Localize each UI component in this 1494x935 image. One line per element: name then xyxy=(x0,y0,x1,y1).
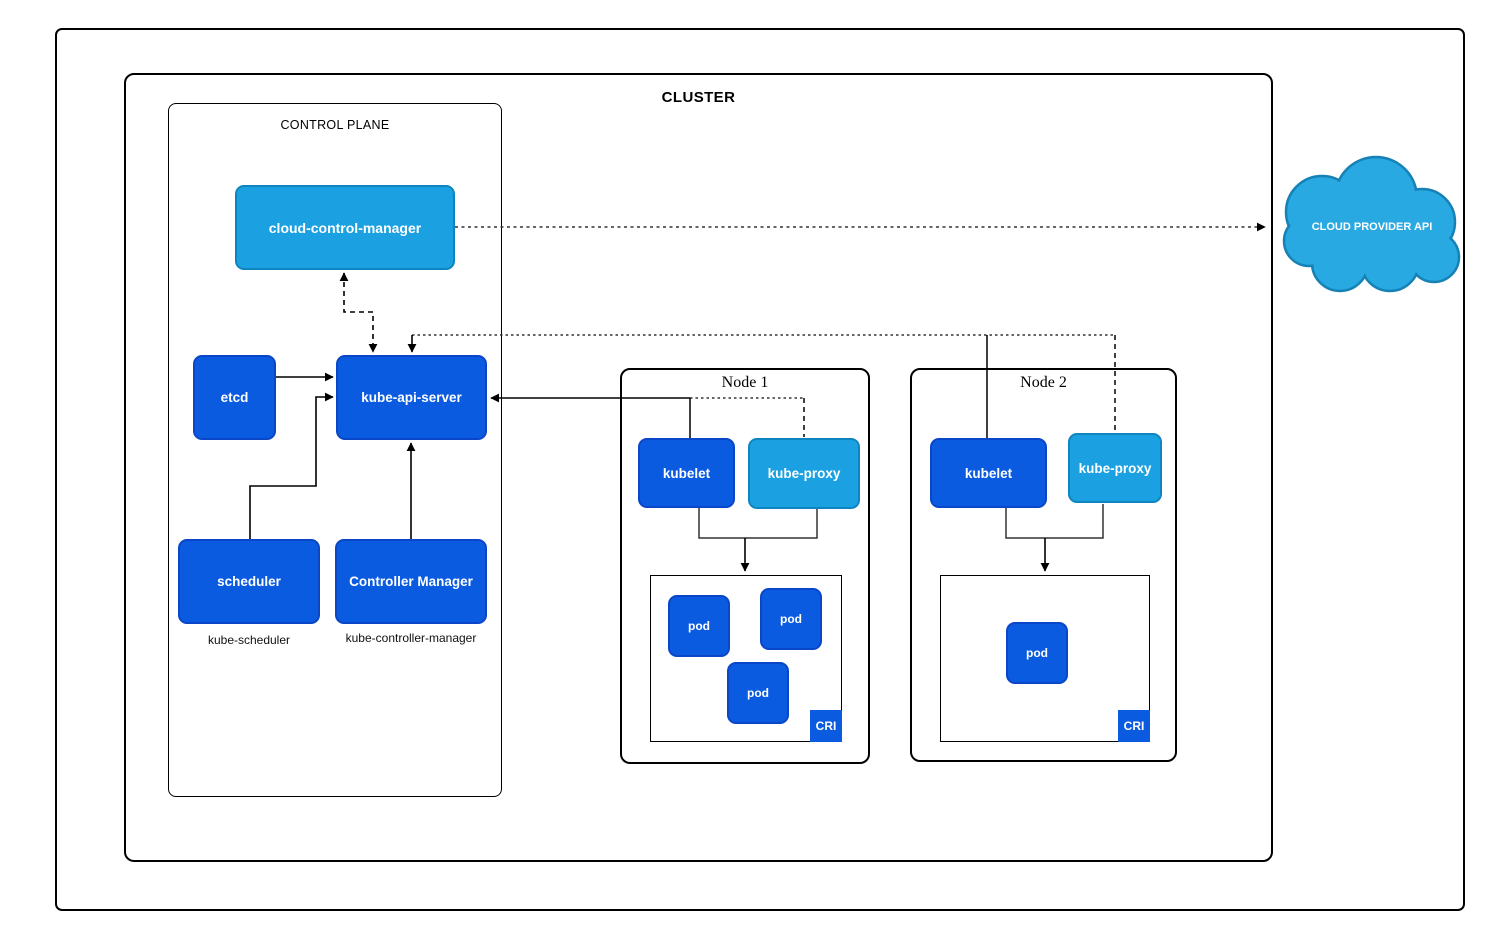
cri-label: CRI xyxy=(1123,719,1145,733)
node2-kube-proxy-label: kube-proxy xyxy=(1078,460,1152,476)
cri-label: CRI xyxy=(815,719,837,733)
control-plane-title: CONTROL PLANE xyxy=(280,118,390,132)
node2-kubelet-box: kubelet xyxy=(930,438,1047,508)
node1-title: Node 1 xyxy=(721,374,769,391)
scheduler-label: scheduler xyxy=(217,574,281,589)
node1-box xyxy=(620,368,870,764)
cluster-box xyxy=(124,73,1273,862)
kube-controller-manager-caption: kube-controller-manager xyxy=(345,631,477,645)
cloud-control-manager-box: cloud-control-manager xyxy=(235,185,455,270)
pod-label: pod xyxy=(780,612,802,626)
control-plane-box xyxy=(168,103,502,797)
kube-scheduler-caption: kube-scheduler xyxy=(207,633,291,647)
node1-kube-proxy-label: kube-proxy xyxy=(767,466,841,481)
etcd-box: etcd xyxy=(193,355,276,440)
pod-label: pod xyxy=(1026,646,1048,660)
node2-title: Node 2 xyxy=(1020,374,1067,391)
node1-pod-2: pod xyxy=(760,588,822,650)
node2-kubelet-label: kubelet xyxy=(964,465,1013,481)
node1-pod-1: pod xyxy=(668,595,730,657)
node1-kubelet-label: kubelet xyxy=(662,465,711,481)
controller-manager-box: Controller Manager xyxy=(335,539,487,624)
pod-label: pod xyxy=(747,686,769,700)
cloud-provider-api-label: CLOUD PROVIDER API xyxy=(1311,221,1433,233)
node1-pod-3: pod xyxy=(727,662,789,724)
kube-api-server-label: kube-api-server xyxy=(361,390,462,405)
node2-box xyxy=(910,368,1177,762)
node1-kubelet-box: kubelet xyxy=(638,438,735,508)
cluster-title: CLUSTER xyxy=(661,89,736,106)
cloud-control-manager-label: cloud-control-manager xyxy=(268,219,422,236)
scheduler-box: scheduler xyxy=(178,539,320,624)
etcd-label: etcd xyxy=(220,390,249,405)
pod-label: pod xyxy=(688,619,710,633)
kube-api-server-box: kube-api-server xyxy=(336,355,487,440)
node2-kube-proxy-box: kube-proxy xyxy=(1068,433,1162,503)
node2-pod-1: pod xyxy=(1006,622,1068,684)
node1-cri-tag: CRI xyxy=(810,710,842,742)
node1-kube-proxy-box: kube-proxy xyxy=(748,438,860,509)
page-border xyxy=(55,28,1465,911)
controller-manager-label: Controller Manager xyxy=(349,574,473,589)
node2-cri-tag: CRI xyxy=(1118,710,1150,742)
